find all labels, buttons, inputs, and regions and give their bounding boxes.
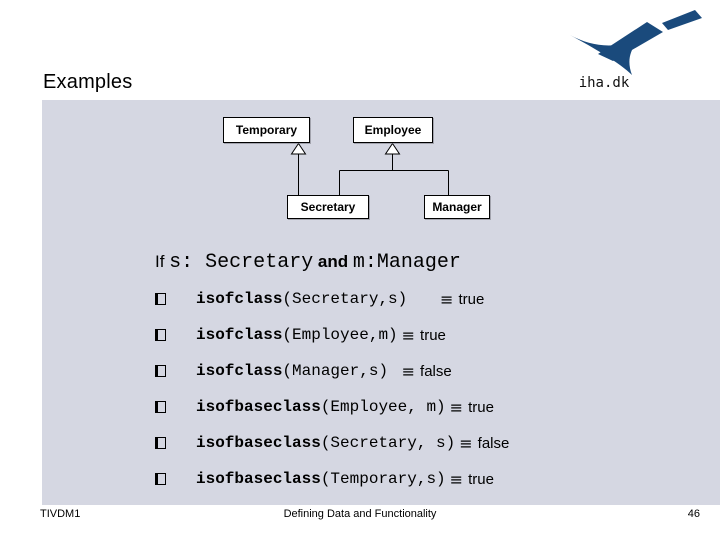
equiv-symbol-icon: ≡ — [401, 325, 416, 345]
class-box-secretary: Secretary — [287, 195, 369, 219]
bullet-keyword: isofclass — [196, 326, 283, 344]
equiv-symbol-icon: ≡ — [401, 361, 416, 381]
bullet-square-icon — [155, 293, 166, 305]
bullet-row: isofclass (Employee,m) ≡ true — [155, 317, 509, 353]
bullet-row: isofbaseclass (Temporary,s) ≡ true — [155, 461, 509, 497]
bullet-args: (Manager,s) — [282, 362, 398, 380]
bullet-result: true — [420, 326, 446, 344]
bullet-args: (Temporary,s) — [320, 470, 446, 488]
bullet-args: (Secretary,s) — [282, 290, 437, 308]
bullet-result: true — [468, 470, 494, 488]
bullet-args: (Secretary, s) — [320, 434, 456, 452]
bullet-square-icon — [155, 401, 166, 413]
bullet-args: (Employee,m) — [282, 326, 398, 344]
bullet-keyword: isofbaseclass — [196, 470, 321, 488]
equiv-symbol-icon: ≡ — [449, 469, 464, 489]
condition-if: If — [155, 252, 170, 271]
bullet-row: isofclass (Manager,s) ≡ false — [155, 353, 509, 389]
logo-stripe-middle — [598, 22, 663, 61]
condition-line: If s: Secretary and m:Manager — [155, 251, 461, 274]
equiv-symbol-icon: ≡ — [449, 397, 464, 417]
class-box-temporary: Temporary — [223, 117, 310, 143]
page-title: Examples — [43, 71, 133, 93]
bullet-keyword: isofclass — [196, 362, 283, 380]
footer-course-code: TIVDM1 — [40, 508, 81, 520]
bullet-list: isofclass (Secretary,s) ≡ true isofclass… — [155, 281, 509, 497]
bullet-square-icon — [155, 473, 166, 485]
bullet-row: isofclass (Secretary,s) ≡ true — [155, 281, 509, 317]
bullet-keyword: isofbaseclass — [196, 398, 321, 416]
equiv-symbol-icon: ≡ — [459, 433, 473, 453]
bullet-result: false — [477, 434, 510, 452]
bullet-row: isofbaseclass (Employee, m) ≡ true — [155, 389, 509, 425]
iha-logo-swoosh-icon — [570, 10, 702, 75]
class-box-label: Manager — [432, 200, 482, 214]
bullet-result: true — [458, 290, 485, 308]
bullet-args: (Employee, m) — [320, 398, 446, 416]
class-box-label: Employee — [364, 123, 422, 137]
bullet-keyword: isofclass — [196, 290, 283, 308]
logo-stripe-top — [662, 10, 702, 30]
class-box-label: Secretary — [300, 200, 356, 214]
bullet-result: true — [468, 398, 494, 416]
footer-page-number: 46 — [687, 508, 700, 520]
logo-text: iha.dk — [578, 75, 630, 91]
class-box-label: Temporary — [235, 123, 298, 137]
bullet-keyword: isofbaseclass — [196, 434, 321, 452]
class-box-manager: Manager — [424, 195, 490, 219]
footer-slide-title: Defining Data and Functionality — [283, 508, 437, 520]
condition-s-declaration: s: Secretary — [169, 251, 314, 274]
class-box-employee: Employee — [353, 117, 433, 143]
condition-m-declaration: m:Manager — [352, 251, 461, 274]
bullet-square-icon — [155, 365, 166, 377]
condition-and: and — [313, 252, 353, 271]
bullet-square-icon — [155, 437, 166, 449]
bullet-row: isofbaseclass (Secretary, s) ≡ false — [155, 425, 509, 461]
bullet-result: false — [420, 362, 452, 380]
bullet-square-icon — [155, 329, 166, 341]
equiv-symbol-icon: ≡ — [440, 289, 454, 309]
